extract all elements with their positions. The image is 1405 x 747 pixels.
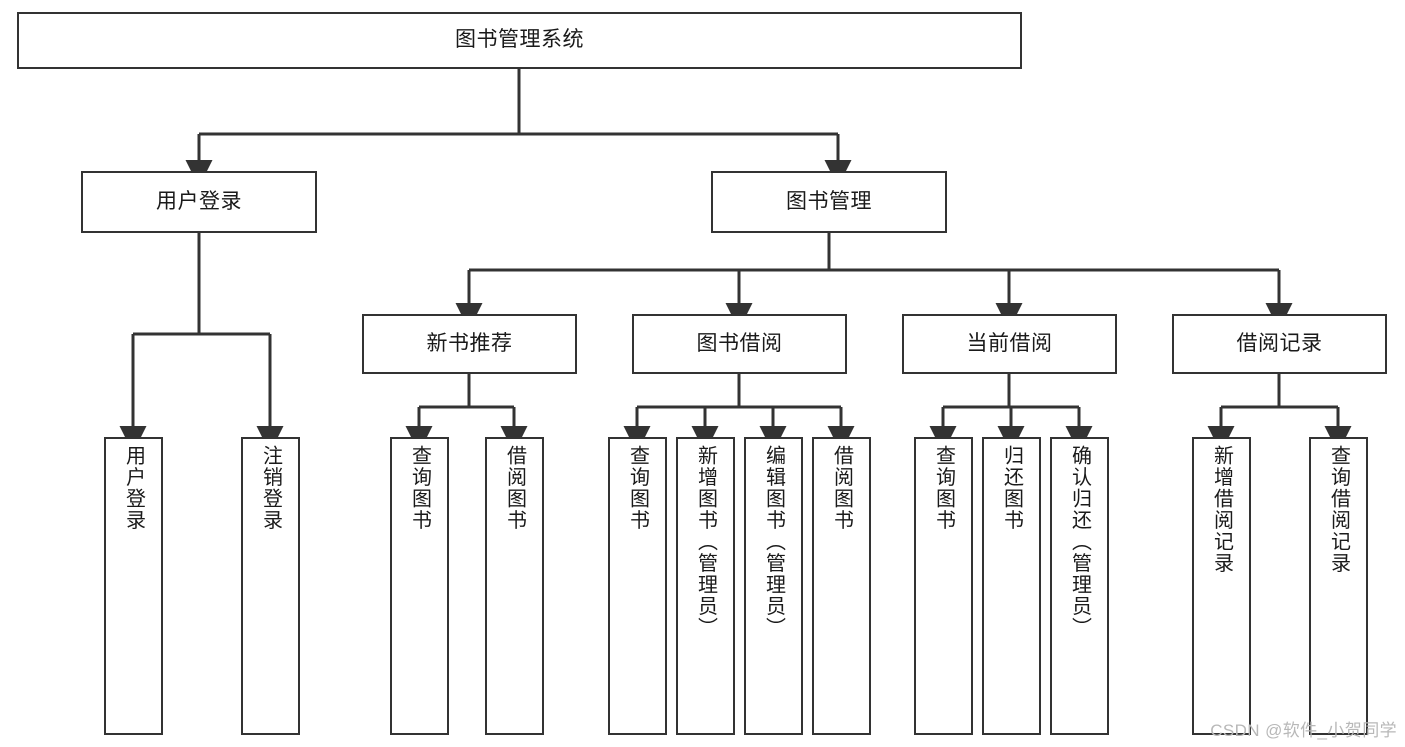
leaf-node[interactable]: 用户登录	[104, 437, 163, 735]
leaf-node-label: 查询图书	[408, 445, 431, 531]
leaf-node[interactable]: 借阅图书	[812, 437, 871, 735]
node-current-borrow-label: 当前借阅	[966, 331, 1053, 355]
node-root[interactable]: 图书管理系统	[17, 12, 1022, 69]
leaf-node-label: 新增图书（管理员）	[694, 445, 717, 639]
node-root-label: 图书管理系统	[455, 28, 584, 52]
leaf-node[interactable]: 查询借阅记录	[1309, 437, 1368, 735]
node-book-borrow[interactable]: 图书借阅	[632, 314, 847, 374]
node-new-book-recommend[interactable]: 新书推荐	[362, 314, 577, 374]
leaf-node[interactable]: 查询图书	[914, 437, 973, 735]
node-current-borrow[interactable]: 当前借阅	[902, 314, 1117, 374]
leaf-node[interactable]: 归还图书	[982, 437, 1041, 735]
node-new-book-recommend-label: 新书推荐	[426, 331, 513, 355]
leaf-node-label: 归还图书	[1000, 445, 1023, 531]
node-book-manage[interactable]: 图书管理	[711, 171, 947, 233]
leaf-node[interactable]: 注销登录	[241, 437, 300, 735]
leaf-node[interactable]: 借阅图书	[485, 437, 544, 735]
leaf-node[interactable]: 新增图书（管理员）	[676, 437, 735, 735]
leaf-node-label: 注销登录	[259, 445, 282, 531]
leaf-node[interactable]: 新增借阅记录	[1192, 437, 1251, 735]
watermark-text: CSDN @软件_小贺同学	[1210, 721, 1397, 740]
leaf-node[interactable]: 查询图书	[390, 437, 449, 735]
leaf-node-label: 编辑图书（管理员）	[762, 445, 785, 639]
leaf-node-label: 新增借阅记录	[1210, 445, 1233, 574]
leaf-node-label: 用户登录	[122, 445, 145, 531]
node-borrow-record-label: 借阅记录	[1236, 331, 1323, 355]
leaf-node[interactable]: 确认归还（管理员）	[1050, 437, 1109, 735]
leaf-node-label: 查询图书	[626, 445, 649, 531]
node-book-borrow-label: 图书借阅	[696, 331, 783, 355]
node-book-manage-label: 图书管理	[786, 189, 872, 213]
node-user-login[interactable]: 用户登录	[81, 171, 317, 233]
leaf-node[interactable]: 编辑图书（管理员）	[744, 437, 803, 735]
leaf-node-label: 借阅图书	[503, 445, 526, 531]
leaf-node-label: 确认归还（管理员）	[1068, 445, 1091, 639]
node-borrow-record[interactable]: 借阅记录	[1172, 314, 1387, 374]
node-user-login-label: 用户登录	[156, 189, 242, 213]
leaf-node-label: 借阅图书	[830, 445, 853, 531]
leaf-node-label: 查询借阅记录	[1327, 445, 1350, 574]
leaf-node-label: 查询图书	[932, 445, 955, 531]
leaf-node[interactable]: 查询图书	[608, 437, 667, 735]
